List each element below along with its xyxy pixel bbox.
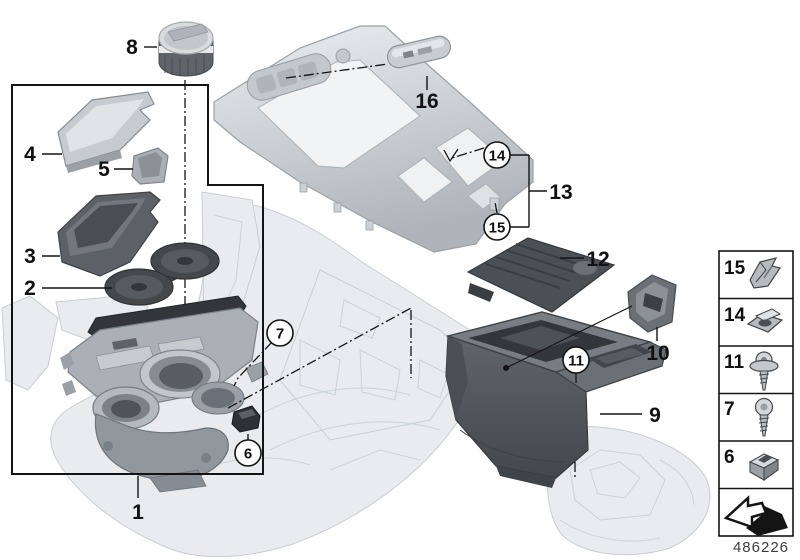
leader-line-bracket-to-bin: [505, 305, 633, 369]
part-8-cup: [158, 21, 214, 77]
document-number: 486226: [733, 539, 789, 556]
part-13-trim-panel: [213, 25, 534, 253]
circled-callout-7[interactable]: 7: [266, 319, 294, 347]
circled-callout-11[interactable]: 11: [562, 346, 590, 374]
part-10-bracket: [627, 274, 677, 333]
tapping-screw-icon: [754, 397, 774, 437]
svg-text:7: 7: [724, 399, 735, 420]
circled-callouts: 14 15 11 7 6: [234, 141, 590, 467]
svg-text:6: 6: [244, 446, 252, 463]
callout-4[interactable]: 4: [24, 143, 36, 166]
leader-line-7: [233, 341, 273, 387]
legend-cell-15[interactable]: 15: [724, 257, 781, 289]
part-12-rubber-mat: [466, 237, 616, 313]
svg-text:7: 7: [276, 326, 284, 343]
direction-arrow-icon: [723, 495, 788, 536]
part-16-finisher: [386, 35, 452, 69]
group-box-part1: [11, 84, 264, 475]
part-1-cupholder-module: [60, 295, 269, 493]
legend-cell-6[interactable]: 6: [724, 447, 780, 482]
console-rear-ghost: [547, 426, 711, 556]
svg-text:14: 14: [489, 148, 506, 165]
callout-9[interactable]: 9: [649, 404, 661, 427]
circled-callout-6[interactable]: 6: [234, 439, 262, 467]
cage-nut-icon: [746, 308, 784, 333]
callout-5[interactable]: 5: [98, 158, 110, 181]
part-6-clip-target: [231, 405, 261, 433]
callout-3[interactable]: 3: [24, 245, 36, 268]
callout-8[interactable]: 8: [126, 36, 138, 59]
legend-cell-7[interactable]: 7: [724, 397, 774, 437]
callout-2[interactable]: 2: [24, 277, 36, 300]
circled-callout-15[interactable]: 15: [483, 213, 511, 241]
callout-13[interactable]: 13: [549, 181, 572, 204]
svg-text:6: 6: [724, 447, 735, 468]
svg-text:11: 11: [724, 352, 745, 373]
svg-text:15: 15: [724, 258, 746, 279]
svg-text:11: 11: [568, 353, 584, 370]
part-5-insert: [131, 147, 169, 185]
axis-line-part16: [285, 63, 389, 79]
svg-text:15: 15: [489, 220, 506, 237]
leader-line-14: [451, 147, 485, 159]
callout-10[interactable]: 10: [646, 342, 669, 365]
svg-text:14: 14: [724, 305, 746, 326]
fasteners-legend: 15 14 11: [718, 250, 794, 537]
legend-cell-arrow[interactable]: [723, 495, 788, 536]
leader-lines: [42, 46, 658, 498]
part-9-storage-bin: [445, 311, 667, 488]
screw-with-washer-icon: [749, 351, 779, 391]
legend-cell-11[interactable]: 11: [724, 351, 779, 391]
callout-12[interactable]: 12: [586, 248, 609, 271]
part-2-cupholder-insert: [104, 242, 220, 306]
callout-16[interactable]: 16: [415, 90, 438, 113]
locator-mark-14: [443, 148, 459, 163]
spring-clip-icon: [749, 257, 781, 289]
legend-cell-14[interactable]: 14: [724, 305, 784, 333]
part-3-storage-tray: [57, 191, 161, 277]
leader-dot: [503, 365, 509, 371]
expansion-rivet-icon: [748, 453, 780, 482]
circled-callout-14[interactable]: 14: [483, 141, 511, 169]
callout-1[interactable]: 1: [132, 501, 144, 524]
leader-line-15: [494, 201, 498, 214]
part-4-tray: [57, 91, 155, 173]
assembly-axis-diagonal: [227, 307, 412, 409]
